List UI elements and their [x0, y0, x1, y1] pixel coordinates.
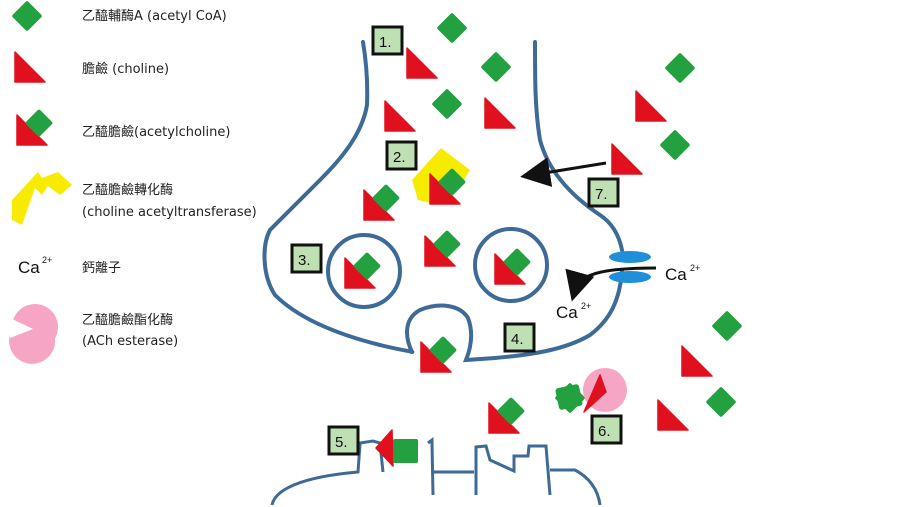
legend-label: 乙醯膽鹼(acetylcholine) — [82, 124, 230, 140]
synaptic-vesicle — [326, 233, 402, 309]
legend-label-english: (choline acetyltransferase) — [82, 205, 257, 220]
ach-esterase-body — [12, 304, 58, 350]
acetylcholine-bound-receptor — [375, 429, 418, 467]
choline-acetyltransferase-icon — [12, 172, 72, 225]
acetylcholine-in-vesicle — [344, 251, 382, 289]
svg-text:4.: 4. — [511, 331, 524, 348]
choline — [681, 345, 713, 377]
calcium-ion-inside: Ca 2+ — [556, 301, 591, 322]
svg-text:3.: 3. — [298, 252, 311, 269]
step-5-label: 5. — [327, 425, 360, 456]
step-2-label: 2. — [385, 140, 418, 171]
legend-label: 乙醯輔酶A (acetyl CoA) — [82, 8, 227, 24]
legend-item-choline: 膽鹼 (choline) — [14, 51, 169, 83]
legend: 乙醯輔酶A (acetyl CoA) 膽鹼 (choline) 乙醯膽鹼(ace… — [9, 0, 257, 364]
acetylcholine — [424, 229, 462, 267]
acetylcholine-icon — [16, 108, 54, 146]
choline — [635, 90, 667, 122]
arrows — [520, 157, 657, 302]
acetylcholine — [363, 183, 401, 221]
calcium-ion-outside: Ca 2+ — [665, 263, 700, 284]
calcium-influx-arrow — [565, 266, 657, 302]
legend-label: 乙醯膽鹼轉化酶 — [82, 182, 173, 198]
acetyl-coa — [659, 129, 691, 161]
choline-acetyltransferase — [412, 148, 470, 205]
legend-item-acetyl-coa: 乙醯輔酶A (acetyl CoA) — [11, 0, 227, 32]
acetyl-coa — [431, 88, 463, 120]
choline-icon — [14, 51, 46, 83]
calcium-charge: 2+ — [42, 255, 52, 265]
svg-text:5.: 5. — [335, 434, 348, 451]
calcium-ion-icon: Ca — [18, 258, 40, 277]
ach-esterase — [555, 368, 627, 413]
svg-text:1.: 1. — [379, 34, 392, 51]
legend-item-acetylcholine: 乙醯膽鹼(acetylcholine) — [16, 108, 230, 146]
choline — [406, 47, 438, 79]
calcium-channel — [609, 251, 651, 283]
synaptic-vesicle — [473, 227, 549, 303]
postsynaptic-membrane — [270, 437, 602, 506]
legend-item-choline-acetyltransferase: 乙醯膽鹼轉化酶 (choline acetyltransferase) — [12, 172, 257, 225]
acetyl-coa — [480, 51, 512, 83]
acetylcholine — [488, 396, 526, 434]
acetylcholine-released — [420, 335, 458, 373]
acetyl-coa — [711, 310, 743, 342]
calcium-symbol: Ca — [665, 265, 687, 284]
calcium-symbol: Ca — [556, 303, 578, 322]
choline — [657, 399, 689, 431]
choline — [384, 100, 416, 132]
calcium-charge: 2+ — [690, 263, 700, 273]
legend-label-english: (ACh esterase) — [82, 334, 178, 349]
legend-label: 膽鹼 (choline) — [82, 61, 169, 77]
step-3-label: 3. — [290, 243, 323, 274]
acetyl-coa — [705, 386, 737, 418]
acetyl-coa — [436, 12, 468, 44]
acetyl-coa-icon — [11, 0, 43, 32]
step-7-label: 7. — [587, 177, 620, 208]
step-labels: 1. 2. 3. 4. 5. 6. 7. — [290, 25, 623, 456]
svg-text:7.: 7. — [595, 186, 608, 203]
step-4-label: 4. — [503, 322, 536, 353]
choline-reuptake-arrow — [520, 157, 607, 187]
calcium-charge: 2+ — [581, 301, 591, 311]
acetylcholine-in-vesicle — [494, 247, 532, 285]
legend-label: 鈣離子 — [82, 261, 121, 276]
presynaptic-membrane — [262, 40, 624, 363]
svg-text:6.: 6. — [598, 423, 611, 440]
choline — [484, 97, 516, 129]
svg-text:2.: 2. — [393, 149, 406, 166]
legend-item-ach-esterase: 乙醯膽鹼酯化酶 (ACh esterase) — [9, 304, 178, 364]
acetyl-coa — [664, 52, 696, 84]
step-1-label: 1. — [371, 25, 404, 56]
legend-item-calcium-ion: Ca 2+ 鈣離子 — [18, 255, 121, 277]
ach-esterase-notch — [10, 318, 33, 338]
step-6-label: 6. — [590, 414, 623, 445]
molecules — [344, 12, 743, 467]
choline — [611, 143, 643, 175]
legend-label: 乙醯膽鹼酯化酶 — [82, 312, 173, 328]
